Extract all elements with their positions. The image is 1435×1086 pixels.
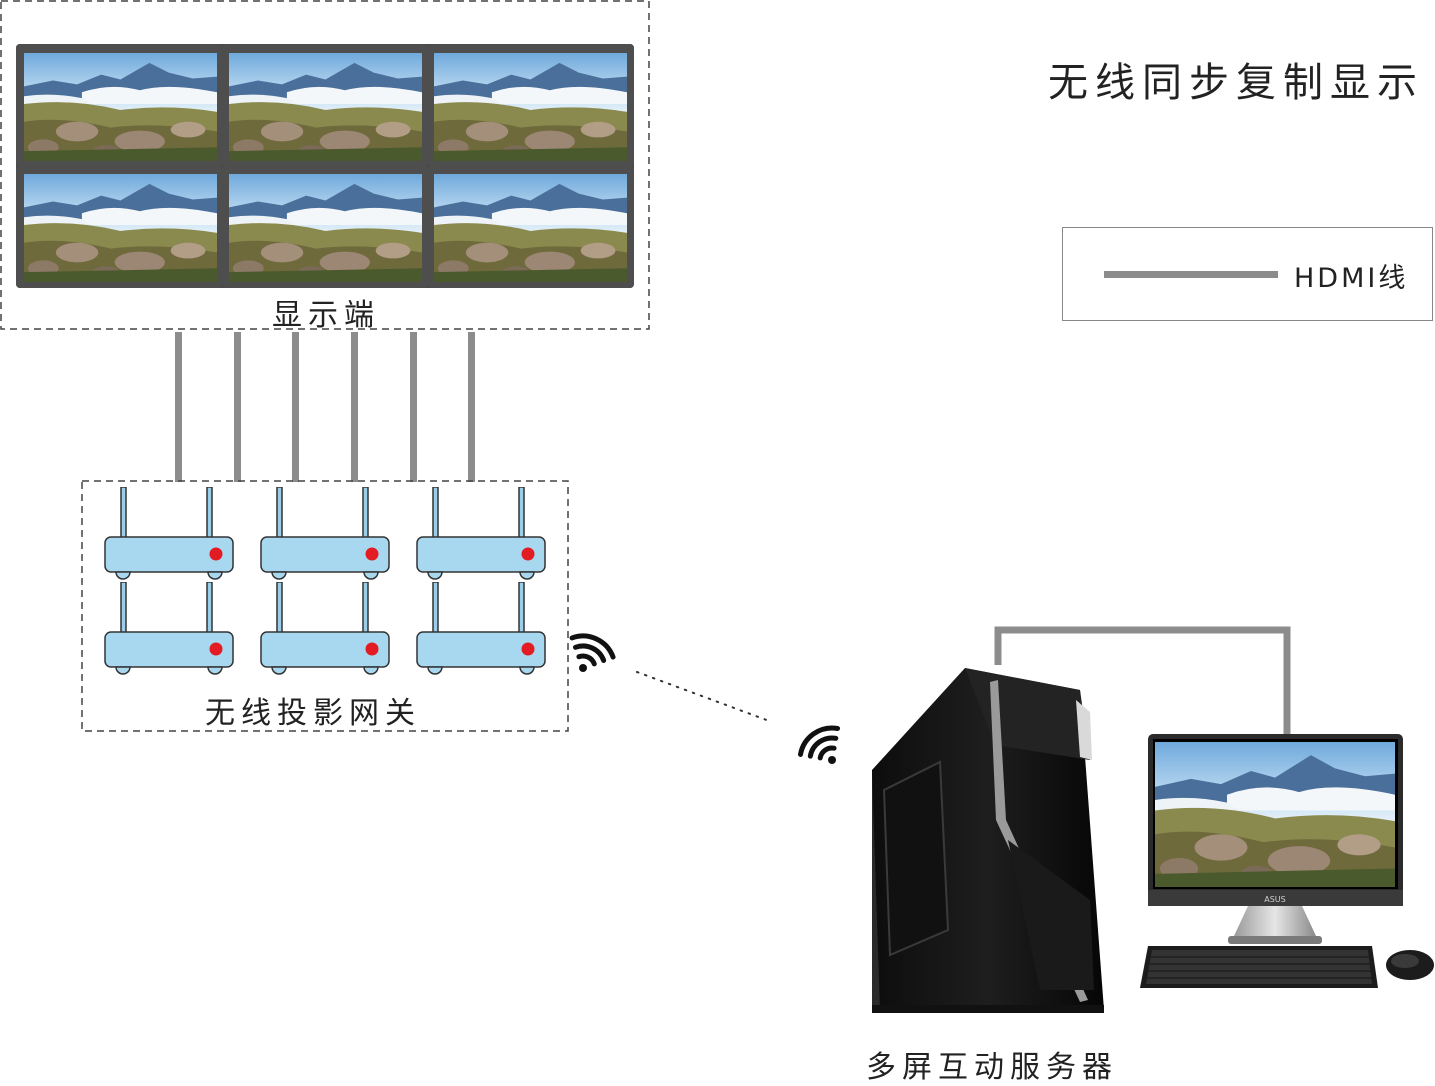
router-icon <box>416 487 546 580</box>
screen-5 <box>222 166 428 288</box>
wireless-link <box>636 671 773 723</box>
gateways <box>104 487 546 675</box>
screen-4 <box>16 166 222 288</box>
server-label: 多屏互动服务器 <box>866 1050 1118 1085</box>
router-icon <box>260 582 390 675</box>
display-group-label: 显示端 <box>272 298 380 333</box>
legend-line-label: HDMI线 <box>1294 263 1409 294</box>
monitor-icon: ASUS <box>1148 734 1403 944</box>
screen-6 <box>428 166 634 288</box>
screen-3 <box>428 44 634 166</box>
wifi-signal-icon <box>569 633 616 672</box>
diagram-title: 无线同步复制显示 <box>1048 60 1424 106</box>
legend-line-swatch <box>1104 271 1278 278</box>
screen-2 <box>222 44 428 166</box>
screen-1 <box>16 44 222 166</box>
video-wall <box>16 44 634 288</box>
router-icon <box>104 487 234 580</box>
mouse-icon <box>1386 950 1434 980</box>
pc-tower-icon <box>872 668 1104 1013</box>
hdmi-cables-display <box>175 332 475 482</box>
router-icon <box>260 487 390 580</box>
router-icon <box>416 582 546 675</box>
display-group-frame <box>0 0 650 330</box>
keyboard-icon <box>1140 946 1378 988</box>
router-icon <box>104 582 234 675</box>
gateway-group-label: 无线投影网关 <box>205 696 421 731</box>
monitor-brand: ASUS <box>1264 895 1285 904</box>
gateway-group-frame <box>81 480 569 732</box>
hdmi-cable-server <box>994 626 1291 738</box>
wifi-signal-icon <box>797 725 841 764</box>
